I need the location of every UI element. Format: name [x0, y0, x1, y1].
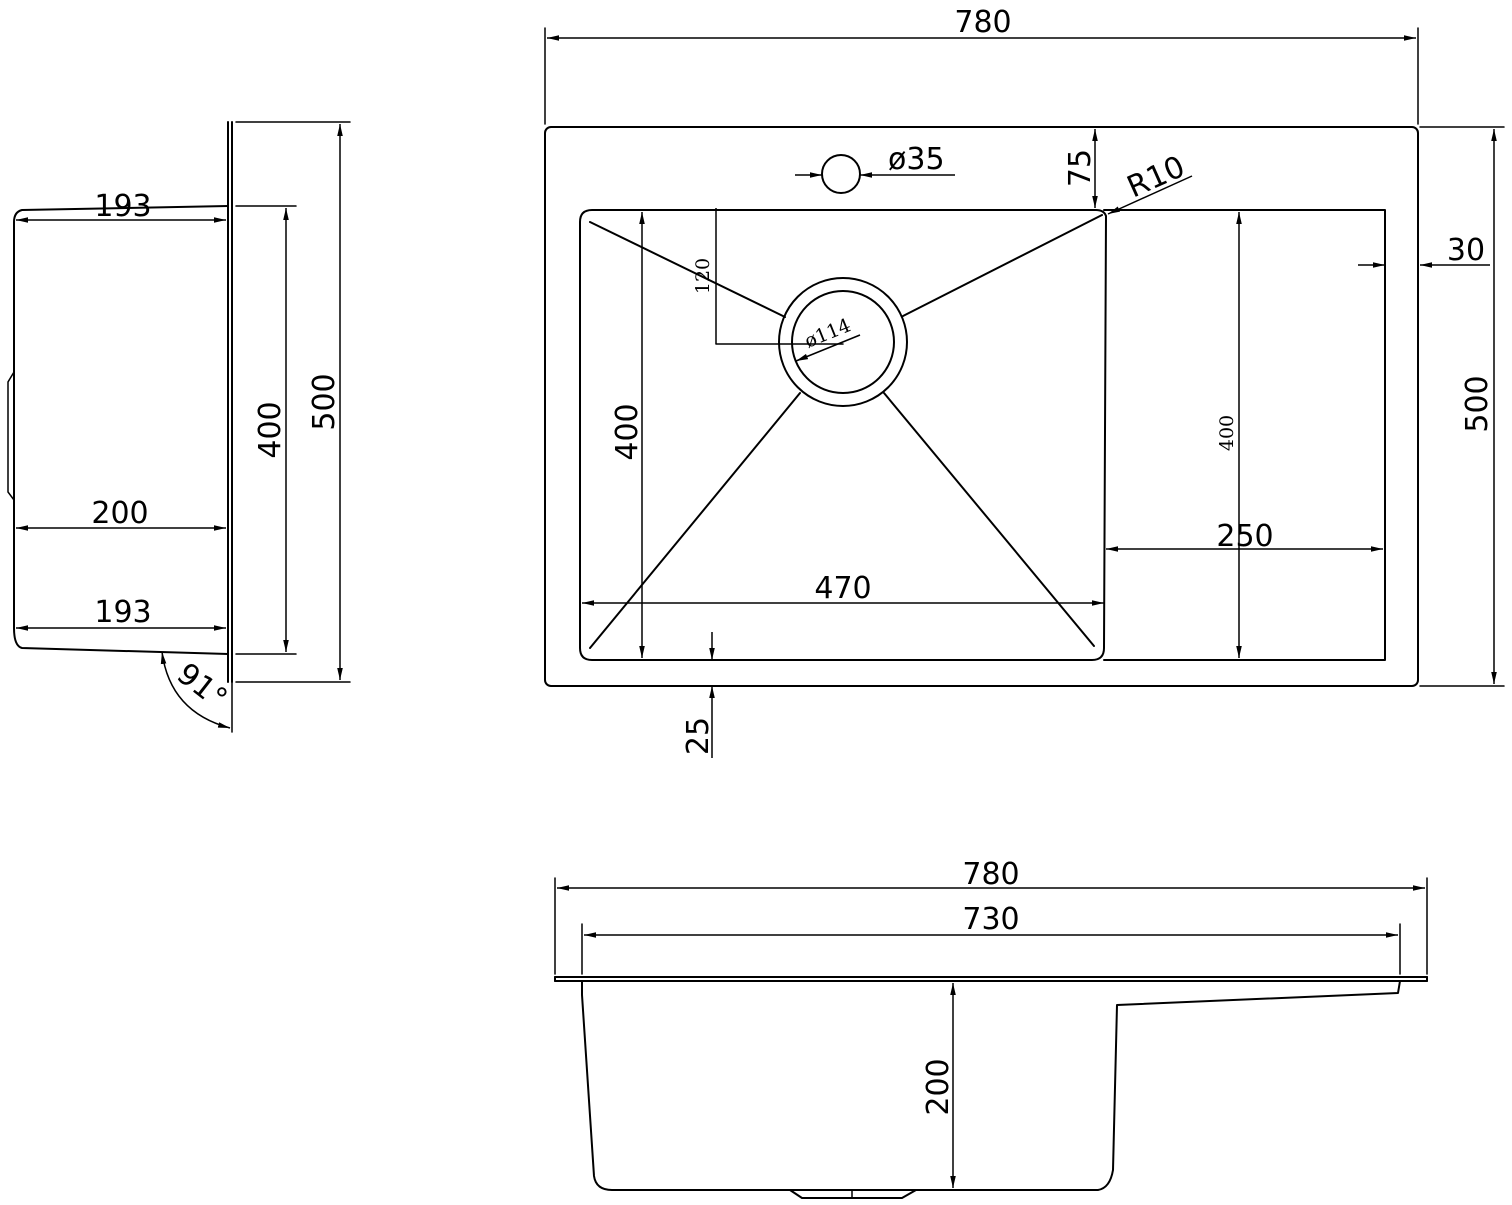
side-view: 193 200 193 400 500 91° — [7, 121, 351, 733]
label-bowl-length: 400 — [253, 401, 288, 458]
drain-outer-circle — [778, 277, 908, 407]
label-top-depth: 193 — [94, 189, 151, 224]
label-corner-radius: R10 — [1122, 149, 1190, 205]
label-side-margin: 30 — [1447, 233, 1485, 268]
label-mid-depth: 200 — [91, 496, 148, 531]
label-angle: 91° — [170, 656, 233, 716]
label-overall-length: 500 — [1460, 375, 1495, 432]
label-front-overall: 780 — [962, 857, 1019, 892]
label-tap-offset: 75 — [1063, 149, 1098, 187]
bowl-slope-line — [589, 221, 786, 318]
label-drainer-width: 250 — [1216, 519, 1273, 554]
front-drain-outline — [789, 1189, 917, 1199]
label-bottom-depth: 193 — [94, 595, 151, 630]
bowl-slope-line — [902, 214, 1103, 317]
label-overall-width: 780 — [954, 5, 1011, 40]
top-deck-outline — [544, 126, 1419, 687]
label-drain-diameter: ø114 — [802, 314, 854, 352]
front-view: 780 730 200 — [554, 857, 1428, 1199]
front-bowl-outline — [581, 980, 1401, 1191]
top-drainer-outline — [1103, 209, 1386, 661]
side-overflow-detail — [7, 371, 15, 501]
dim-arc-angle — [160, 651, 231, 729]
tap-hole-circle — [821, 154, 861, 194]
label-bowl-length: 400 — [610, 403, 645, 460]
label-drainer-length: 400 — [1216, 415, 1238, 451]
label-bowl-width: 470 — [814, 571, 871, 606]
label-tap-hole: ø35 — [888, 142, 945, 177]
side-bowl-outline — [13, 205, 229, 655]
label-drain-offset: 120 — [692, 258, 714, 294]
dim-line-corner-radius — [1107, 175, 1193, 215]
top-bowl-outline — [579, 209, 1107, 661]
top-view: ø35 120 ø114 R10 75 780 500 400 — [544, 5, 1505, 758]
label-total-length: 500 — [307, 373, 342, 430]
label-front-inner: 730 — [962, 902, 1019, 937]
dim-line-drain-diameter — [795, 334, 861, 362]
label-front-margin: 25 — [681, 717, 716, 755]
bowl-slope-line — [883, 392, 1095, 647]
drain-inner-circle — [791, 290, 895, 394]
label-front-depth: 200 — [921, 1058, 956, 1115]
